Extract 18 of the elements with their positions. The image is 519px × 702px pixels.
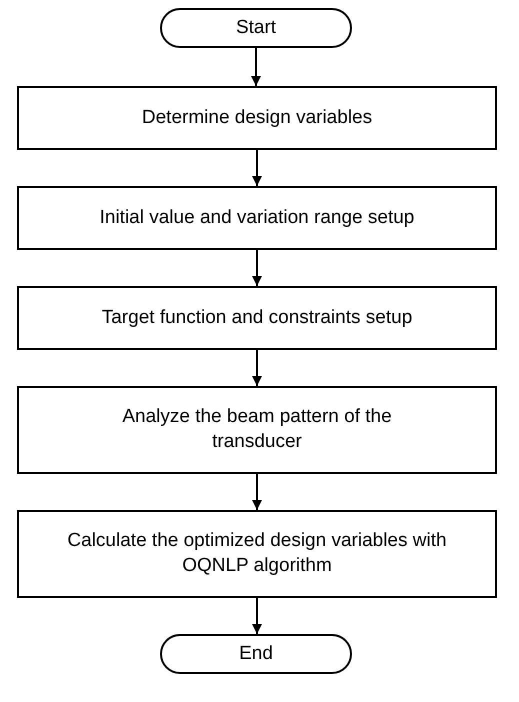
node-label: Calculate the optimized design variables with OQNLP algorithm: [66, 529, 448, 578]
arrow: [252, 598, 262, 634]
process-box: [17, 286, 497, 350]
process-box: [17, 510, 497, 598]
arrow: [252, 350, 262, 386]
node-label: Target function and constraints setup: [100, 306, 414, 330]
arrow: [252, 150, 262, 186]
node-label: Determine design variables: [140, 106, 374, 130]
node-label: Start: [234, 16, 278, 40]
node-label: Analyze the beam pattern of the transducer: [121, 405, 393, 454]
arrow: [251, 48, 261, 86]
arrow: [252, 474, 262, 510]
process-box: [17, 86, 497, 150]
node-label: End: [238, 642, 274, 666]
process-box: [17, 386, 497, 474]
process-box: [17, 186, 497, 250]
node-label: Initial value and variation range setup: [98, 206, 416, 230]
arrow: [252, 250, 262, 286]
